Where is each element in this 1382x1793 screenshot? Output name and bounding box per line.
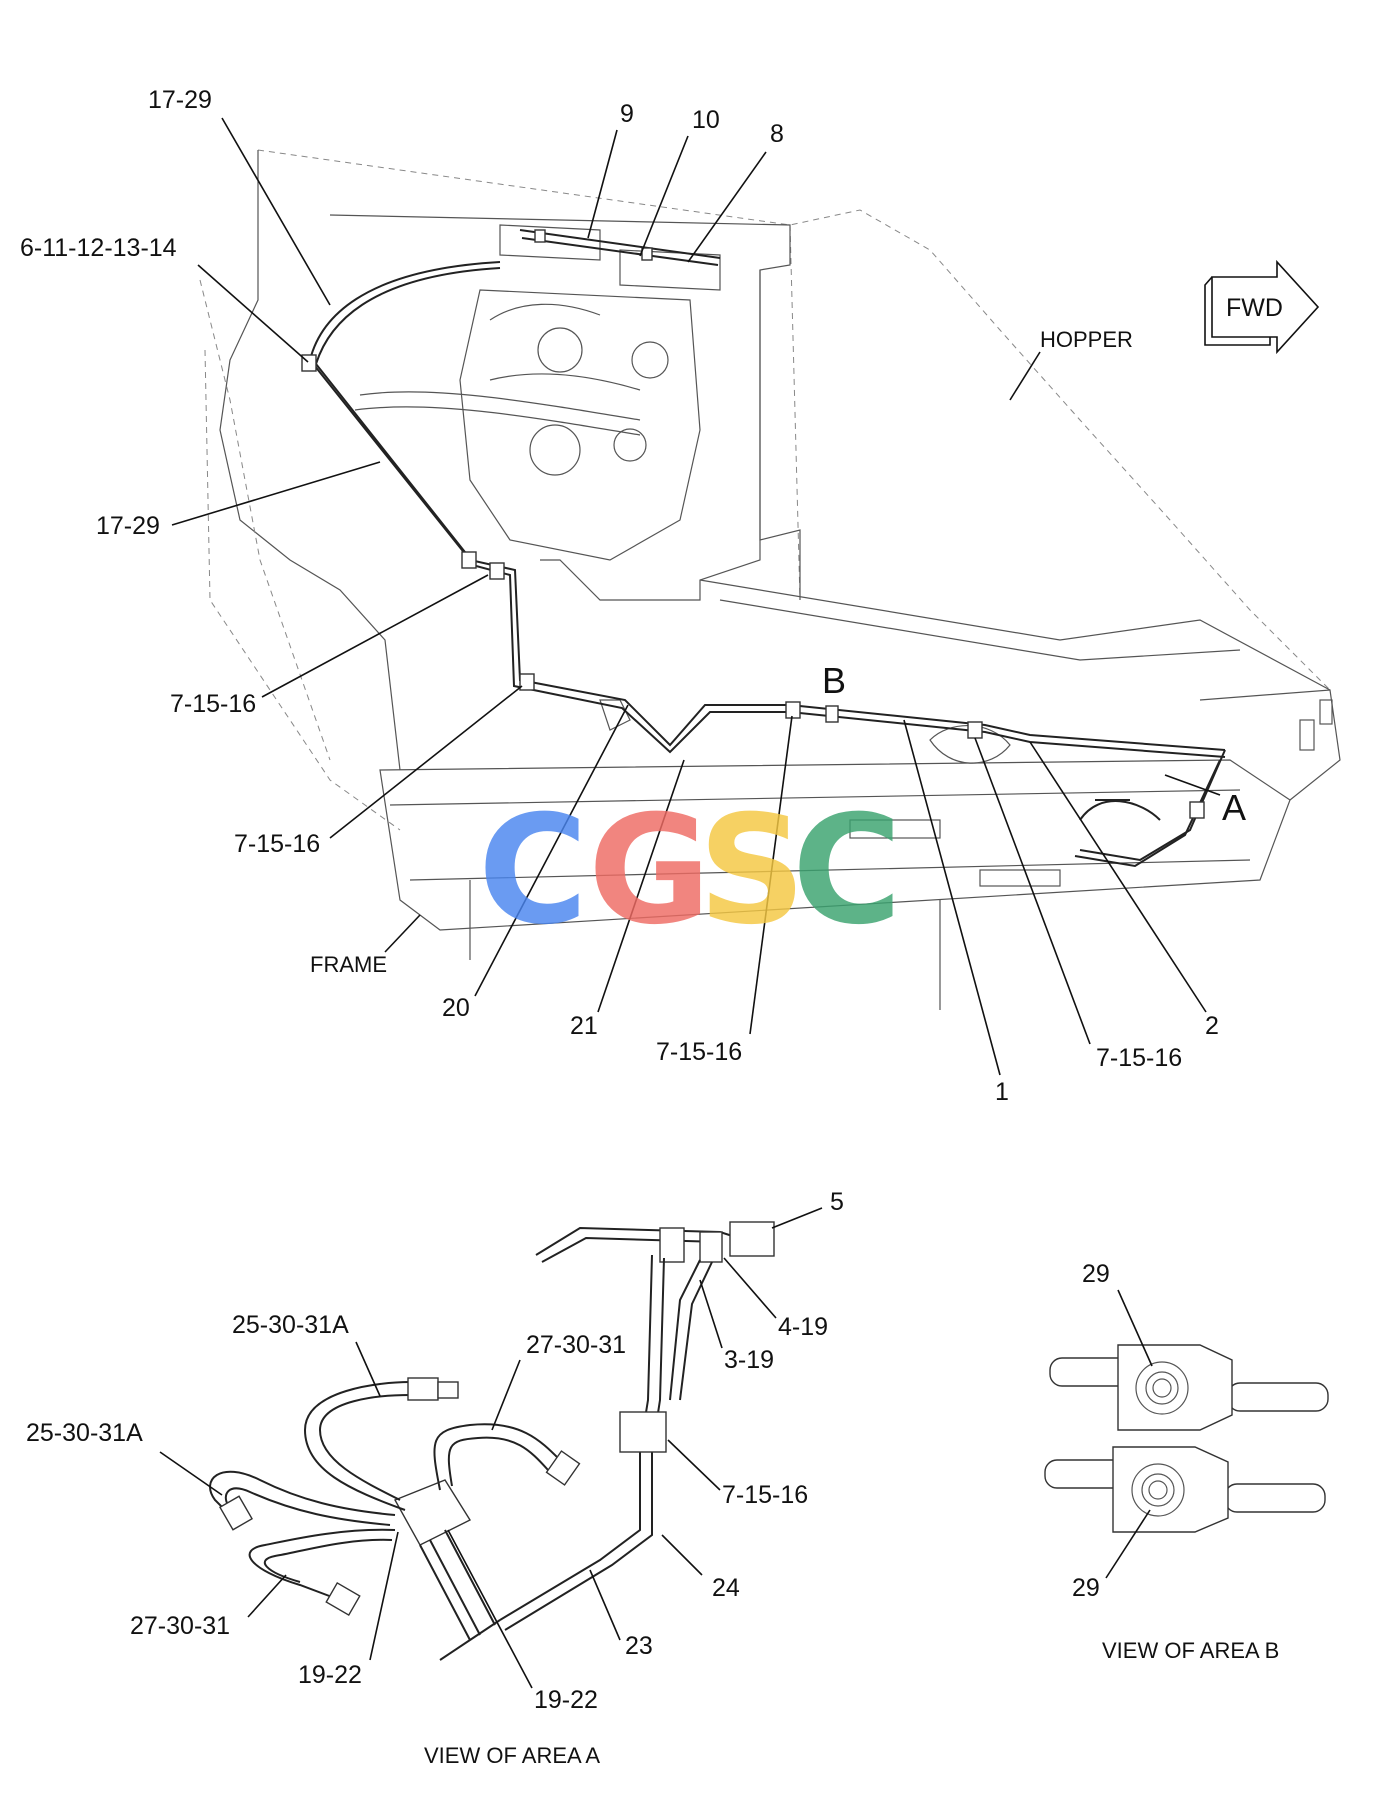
view-area-b-label: VIEW OF AREA B <box>1102 1638 1279 1663</box>
frame-structure <box>379 689 1341 1010</box>
watermark-letter-c1: C <box>478 784 588 958</box>
callout-7-15-16-d: 7-15-16 <box>1096 1044 1182 1072</box>
callout-6-11-12-13-14: 6-11-12-13-14 <box>20 234 177 262</box>
callout-17-29-mid: 17-29 <box>96 512 160 540</box>
area-b-marker: B <box>822 660 846 701</box>
callout-24: 24 <box>712 1574 740 1602</box>
callout-17-29-top: 17-29 <box>148 86 212 114</box>
callout-1: 1 <box>995 1078 1009 1106</box>
callout-2: 2 <box>1205 1012 1219 1040</box>
callout-7-15-16-a: 7-15-16 <box>170 690 256 718</box>
callout-27-30-31-top: 27-30-31 <box>526 1331 626 1359</box>
watermark-letter-s: S <box>698 784 806 958</box>
callout-4-19: 4-19 <box>778 1313 828 1341</box>
frame-label: FRAME <box>310 952 387 977</box>
callout-25-30-31a-left: 25-30-31A <box>26 1419 143 1447</box>
view-area-a-label: VIEW OF AREA A <box>424 1743 600 1768</box>
callout-10: 10 <box>692 106 720 134</box>
callout-27-30-31-bot: 27-30-31 <box>130 1612 230 1640</box>
area-a-callouts: 5 4-19 3-19 25-30-31A 27-30-31 25-30-31A… <box>26 1188 844 1768</box>
main-callouts: 17-29 6-11-12-13-14 17-29 7-15-16 7-15-1… <box>20 86 1219 1106</box>
callout-3-19: 3-19 <box>724 1346 774 1374</box>
frame-leader <box>384 914 421 953</box>
area-a-marker: A <box>1222 787 1246 828</box>
hopper-leader <box>1009 351 1041 401</box>
callout-19-22-left: 19-22 <box>298 1661 362 1689</box>
callout-7-15-16-e: 7-15-16 <box>722 1481 808 1509</box>
fwd-label: FWD <box>1226 294 1283 322</box>
callout-19-22-right: 19-22 <box>534 1686 598 1714</box>
watermark-letter-g: G <box>588 784 711 958</box>
view-of-area-b <box>1044 1344 1329 1533</box>
callout-5: 5 <box>830 1188 844 1216</box>
area-b-callouts: 29 29 VIEW OF AREA B <box>1072 1260 1279 1663</box>
callout-9: 9 <box>620 100 634 128</box>
callout-8: 8 <box>770 120 784 148</box>
watermark-letter-c2: C <box>792 784 902 958</box>
callout-7-15-16-c: 7-15-16 <box>656 1038 742 1066</box>
callout-7-15-16-b: 7-15-16 <box>234 830 320 858</box>
cgsc-watermark: C G S C <box>478 784 902 958</box>
hopper-label: HOPPER <box>1040 327 1133 352</box>
area-a-pointer <box>1164 774 1221 796</box>
callout-29-bot: 29 <box>1072 1574 1100 1602</box>
fwd-direction-arrow: FWD <box>1204 259 1320 355</box>
callout-21: 21 <box>570 1012 598 1040</box>
callout-23: 23 <box>625 1632 653 1660</box>
hydraulic-lines <box>301 229 1226 868</box>
callout-25-30-31a-top: 25-30-31A <box>232 1311 349 1339</box>
callout-20: 20 <box>442 994 470 1022</box>
callout-29-top: 29 <box>1082 1260 1110 1288</box>
view-of-area-a <box>209 1221 775 1661</box>
